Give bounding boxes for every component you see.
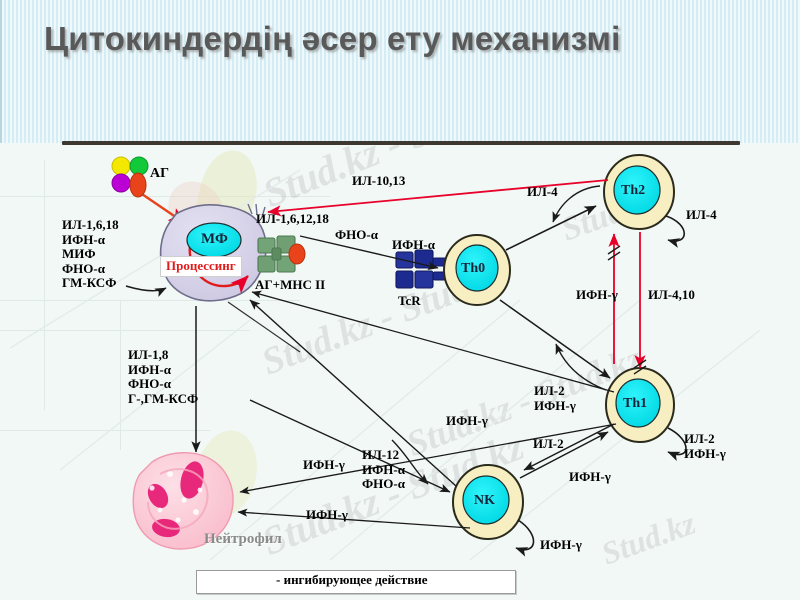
cytokine-line: ФНО-α (128, 376, 171, 392)
th0-to-th2-il4-label: ИЛ-4 (527, 184, 558, 199)
th1-self-cytokines: ИЛ-2 ИФН-γ (684, 431, 726, 461)
slide-header (0, 0, 800, 143)
processing-label: Процессинг (160, 256, 242, 277)
th1-to-nk-ifn-label: ИФН-γ (569, 469, 611, 484)
th2-self-il4-label: ИЛ-4 (686, 207, 717, 222)
cytokine-line: ИФН-α (128, 361, 171, 377)
mf-to-th0-interleukins: ИЛ-1,6,12,18 (256, 211, 329, 226)
bg-grid-line (120, 300, 121, 450)
th2-to-th1-il410-label: ИЛ-4,10 (648, 287, 695, 302)
cytokine-line: ИЛ-1,8 (128, 347, 169, 362)
th2-label: Th2 (621, 183, 646, 198)
neutrophil-label: Нейтрофил (204, 531, 282, 547)
nk-to-th1-il2-label: ИЛ-2 (533, 436, 564, 451)
bg-grid-line (0, 300, 300, 301)
page-title: Цитокиндердің әсер ету механизмі (44, 20, 621, 57)
antigen-particles (111, 156, 149, 198)
cytokine-line: ФНО-α (362, 476, 405, 492)
cytokine-line: Г-,ГМ-КСФ (128, 390, 199, 406)
cytokine-line: ГМ-КСФ (62, 275, 117, 291)
bg-grid-line (0, 196, 330, 197)
cytokine-line: ИФН-γ (534, 397, 576, 413)
cytokine-line: ФНО-α (62, 260, 105, 276)
cytokine-line: ИЛ-1,6,18 (62, 217, 119, 232)
nk-self-ifn-label: ИФН-γ (540, 537, 582, 552)
th1-to-mf-ifn-label: ИФН-γ (303, 457, 345, 472)
th1-to-th0-cytokines: ИЛ-2 ИФН-γ (534, 383, 576, 413)
bg-grid-line (0, 330, 250, 331)
mf-output-cytokines: ИЛ-1,6,18 ИФН-α МИФ ФНО-α ГМ-КСФ (62, 217, 119, 291)
neutrophil-input-ifn-label: ИФН-γ (306, 507, 348, 522)
mf-to-nk-cytokines: ИЛ-12 ИФН-α ФНО-α (362, 447, 405, 492)
legend-label: - ингибирующее действие (276, 572, 428, 587)
cytokine-line: ИФН-α (362, 461, 405, 477)
ag-mhc-label: АГ+МНС II (255, 277, 326, 292)
cytokine-line: ИЛ-12 (362, 447, 400, 462)
th1-label: Th1 (623, 396, 648, 411)
bg-grid-line (44, 160, 45, 410)
th1-to-th2-ifn-label: ИФН-γ (576, 287, 618, 302)
nk-label: NK (474, 493, 495, 508)
il10-13-inhibition-label: ИЛ-10,13 (352, 173, 406, 188)
tcr-label: TcR (398, 293, 421, 308)
antigen-label: АГ (150, 166, 170, 181)
title-divider (62, 141, 740, 145)
macrophage-label: МФ (201, 231, 228, 247)
th0-label: Th0 (461, 261, 486, 276)
mf-to-th0-tnf: ФНО-α (335, 227, 378, 242)
cytokine-line: ИФН-α (62, 231, 105, 247)
nk-to-mf-ifn-label: ИФН-γ (446, 413, 488, 428)
cytokine-line: ИЛ-2 (684, 431, 715, 446)
cytokine-line: ИЛ-2 (534, 383, 565, 398)
legend-box (196, 570, 516, 594)
mf-to-th0-ifn: ИФН-α (392, 237, 435, 252)
cytokine-line: МИФ (62, 246, 96, 262)
cytokine-line: ИФН-γ (684, 445, 726, 461)
bg-grid-line (0, 430, 210, 431)
mf-to-neutrophil-cytokines: ИЛ-1,8 ИФН-α ФНО-α Г-,ГМ-КСФ (128, 347, 199, 406)
